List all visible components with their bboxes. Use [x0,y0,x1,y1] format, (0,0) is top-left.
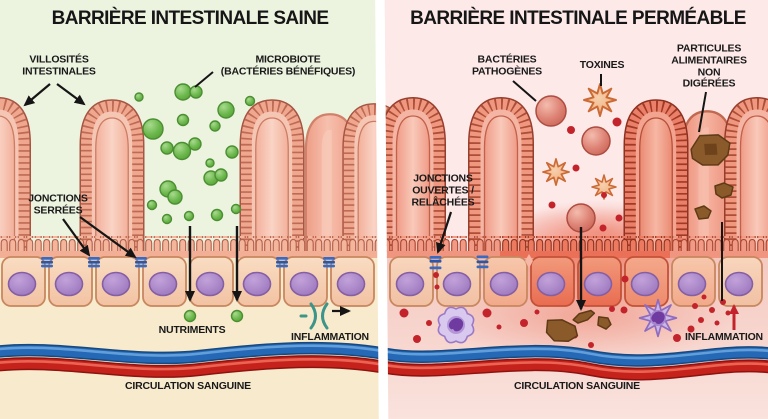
cell-nuclei [395,271,754,297]
annotation-arrows [23,71,723,311]
nutrient-dots [183,309,244,323]
food-particles-lower [545,309,612,343]
immune-cell [437,306,475,344]
epithelial-cells-right [389,254,763,307]
panel-divider [375,0,389,419]
immune-cell-activated [638,298,678,338]
epithelial-cells-left [1,256,375,307]
toxin-dots-upper [548,117,623,232]
pathogen-bacteria [535,95,611,233]
open-junction-icon [429,256,442,290]
food-particles-upper [690,134,734,220]
cell-gap [525,254,533,268]
microbiota-bacteria [134,83,256,225]
brush-border-right [387,236,768,258]
brush-border-left [0,236,377,258]
blocked-inflammation-icon [299,302,351,330]
loose-junction-icon [476,255,489,269]
cell-nuclei [7,271,366,297]
leak-dot [621,275,629,283]
